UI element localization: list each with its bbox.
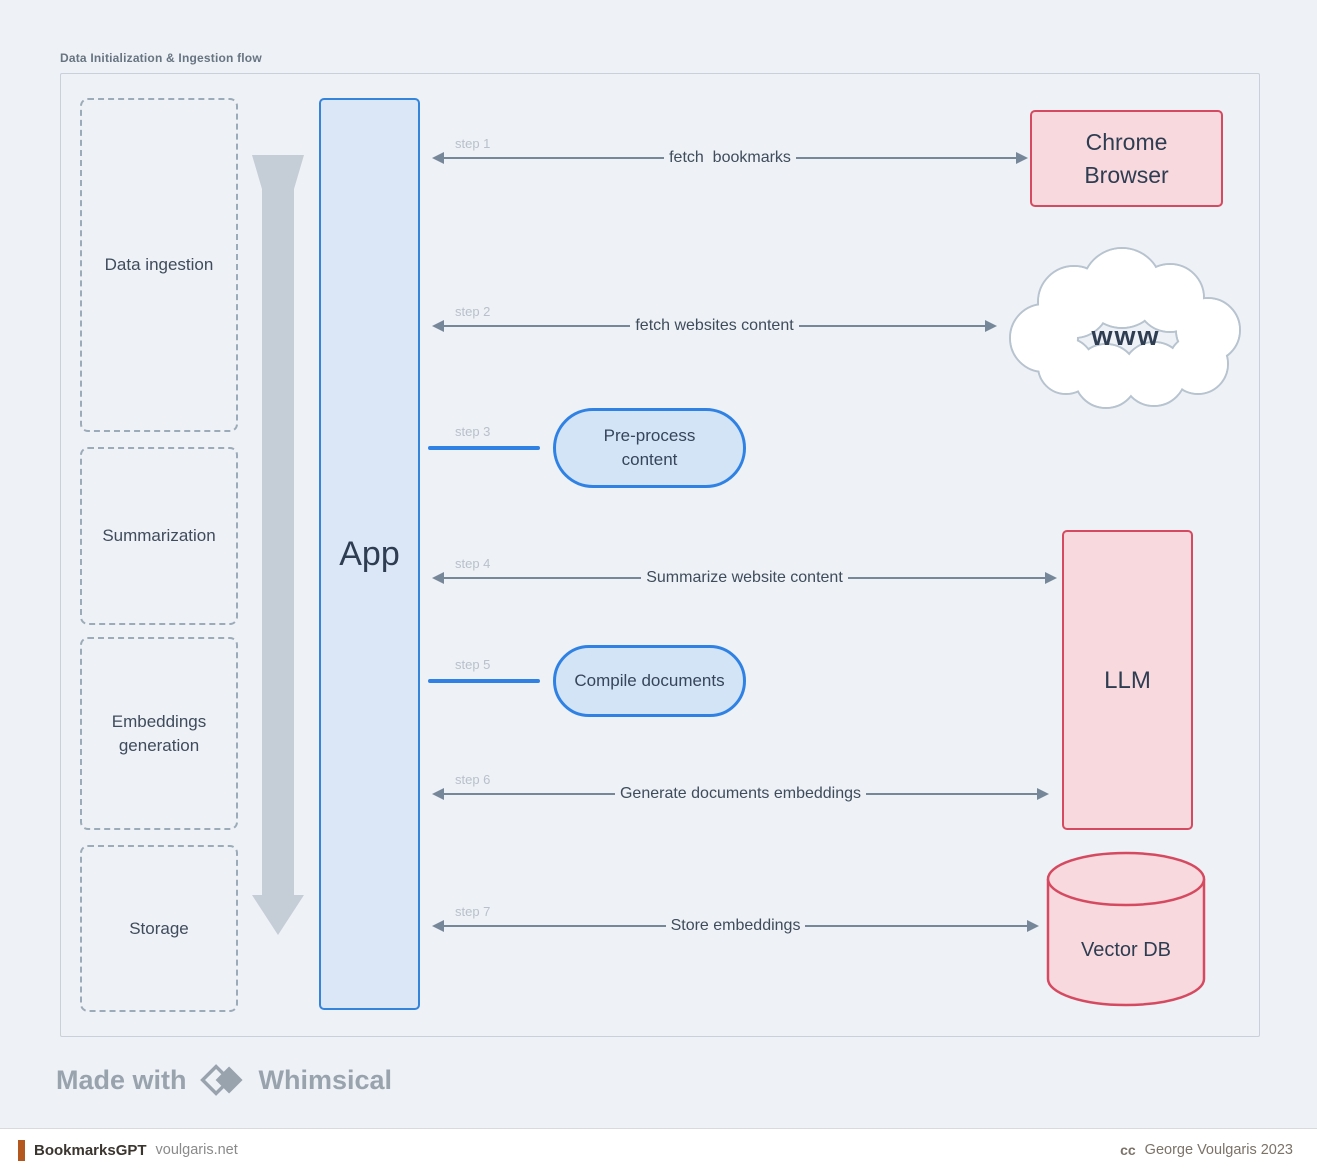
footer-strip (0, 1129, 1317, 1172)
connector-step-3 (428, 446, 540, 450)
node-label-line: Chrome (1085, 128, 1168, 155)
arrowhead-right-icon (1027, 920, 1040, 932)
arrowhead-left-icon (432, 920, 444, 932)
app-node-label: App (339, 534, 400, 573)
flow-direction-arrow-icon (252, 155, 304, 935)
arrowhead-left-icon (432, 152, 444, 164)
node-label-llm: LLM (1104, 666, 1151, 694)
arrowhead-right-icon (1016, 152, 1029, 164)
arrowhead-left-icon (432, 788, 444, 800)
watermark-prefix: Made with (56, 1064, 187, 1095)
watermark-brand: Whimsical (258, 1064, 393, 1095)
arrowhead-right-icon (1037, 788, 1050, 800)
diagram-title: Data Initialization & Ingestion flow (60, 51, 262, 65)
arrow-label-generate-documents-embeddings: Generate documents embeddings (619, 785, 862, 802)
footer-site-block: BookmarksGPT voulgaris.net (18, 1137, 238, 1163)
footer-divider (0, 1128, 1317, 1129)
arrow-step-2: fetch websites content (432, 315, 997, 337)
footer-site-name: BookmarksGPT (34, 1141, 147, 1159)
node-label-line: Compile documents (574, 671, 725, 690)
arrowhead-right-icon (985, 320, 997, 332)
phase-box-embeddings-generation: Embeddings generation (80, 637, 238, 830)
arrow-step-1: fetch bookmarks (432, 147, 1029, 169)
footer-credit-block: cc George Voulgaris 2023 (1120, 1137, 1293, 1163)
whimsical-logo-icon (199, 1064, 243, 1096)
cloud-icon: www (1009, 247, 1241, 409)
step-tag-7: step 7 (455, 904, 491, 919)
whimsical-watermark[interactable]: Made with Whimsical (56, 1058, 392, 1102)
compile-documents-node: Compile documents (553, 645, 746, 717)
phase-box-storage: Storage (80, 845, 238, 1012)
phase-box-data-ingestion: Data ingestion (80, 98, 238, 432)
diagram-frame (60, 73, 1260, 1037)
creative-commons-icon: cc (1120, 1142, 1136, 1158)
phase-label: Summarization (102, 526, 216, 545)
node-label-line: content (621, 450, 678, 469)
node-label-vector-db: Vector DB (1080, 939, 1172, 961)
node-label-line: Browser (1084, 161, 1169, 188)
database-cylinder-icon (1046, 851, 1206, 1007)
connector-step-5 (428, 679, 540, 683)
step-tag-2: step 2 (455, 304, 491, 319)
step-tag-4: step 4 (455, 556, 491, 571)
arrow-label-summarize-website-content: Summarize website content (646, 569, 843, 586)
step-tag-5: step 5 (455, 657, 491, 672)
arrow-step-4: Summarize website content (432, 567, 1057, 589)
step-tag-3: step 3 (455, 424, 491, 439)
arrow-label-fetch-bookmarks: fetch bookmarks (669, 149, 791, 166)
footer-site-domain: voulgaris.net (155, 1142, 238, 1158)
arrowhead-left-icon (432, 320, 444, 332)
arrowhead-right-icon (1045, 572, 1057, 584)
llm-node: LLM (1062, 530, 1193, 830)
app-node: App (319, 98, 420, 1010)
arrow-label-store-embeddings: Store embeddings (670, 917, 801, 934)
phase-label: Embeddings generation (111, 711, 207, 755)
step-tag-6: step 6 (455, 772, 491, 787)
footer-accent-bar (18, 1139, 25, 1161)
www-cloud-node: www (1002, 246, 1250, 410)
step-tag-1: step 1 (455, 136, 491, 151)
node-label-line: Pre-process (603, 426, 696, 445)
arrowhead-left-icon (432, 572, 444, 584)
preprocess-content-node: Pre-process content (553, 408, 746, 488)
phase-label: Storage (129, 918, 189, 938)
phase-label: Data ingestion (104, 255, 214, 274)
chrome-browser-node: Chrome Browser (1030, 110, 1223, 207)
vector-db-node: Vector DB (1046, 851, 1206, 1007)
phase-box-summarization: Summarization (80, 447, 238, 625)
arrow-step-7: Store embeddings (432, 915, 1040, 937)
arrow-step-6: Generate documents embeddings (432, 783, 1050, 805)
footer-credit-text: George Voulgaris 2023 (1144, 1142, 1293, 1158)
arrow-label-fetch-websites-content: fetch websites content (635, 317, 794, 334)
node-label-www: www (1090, 321, 1160, 351)
